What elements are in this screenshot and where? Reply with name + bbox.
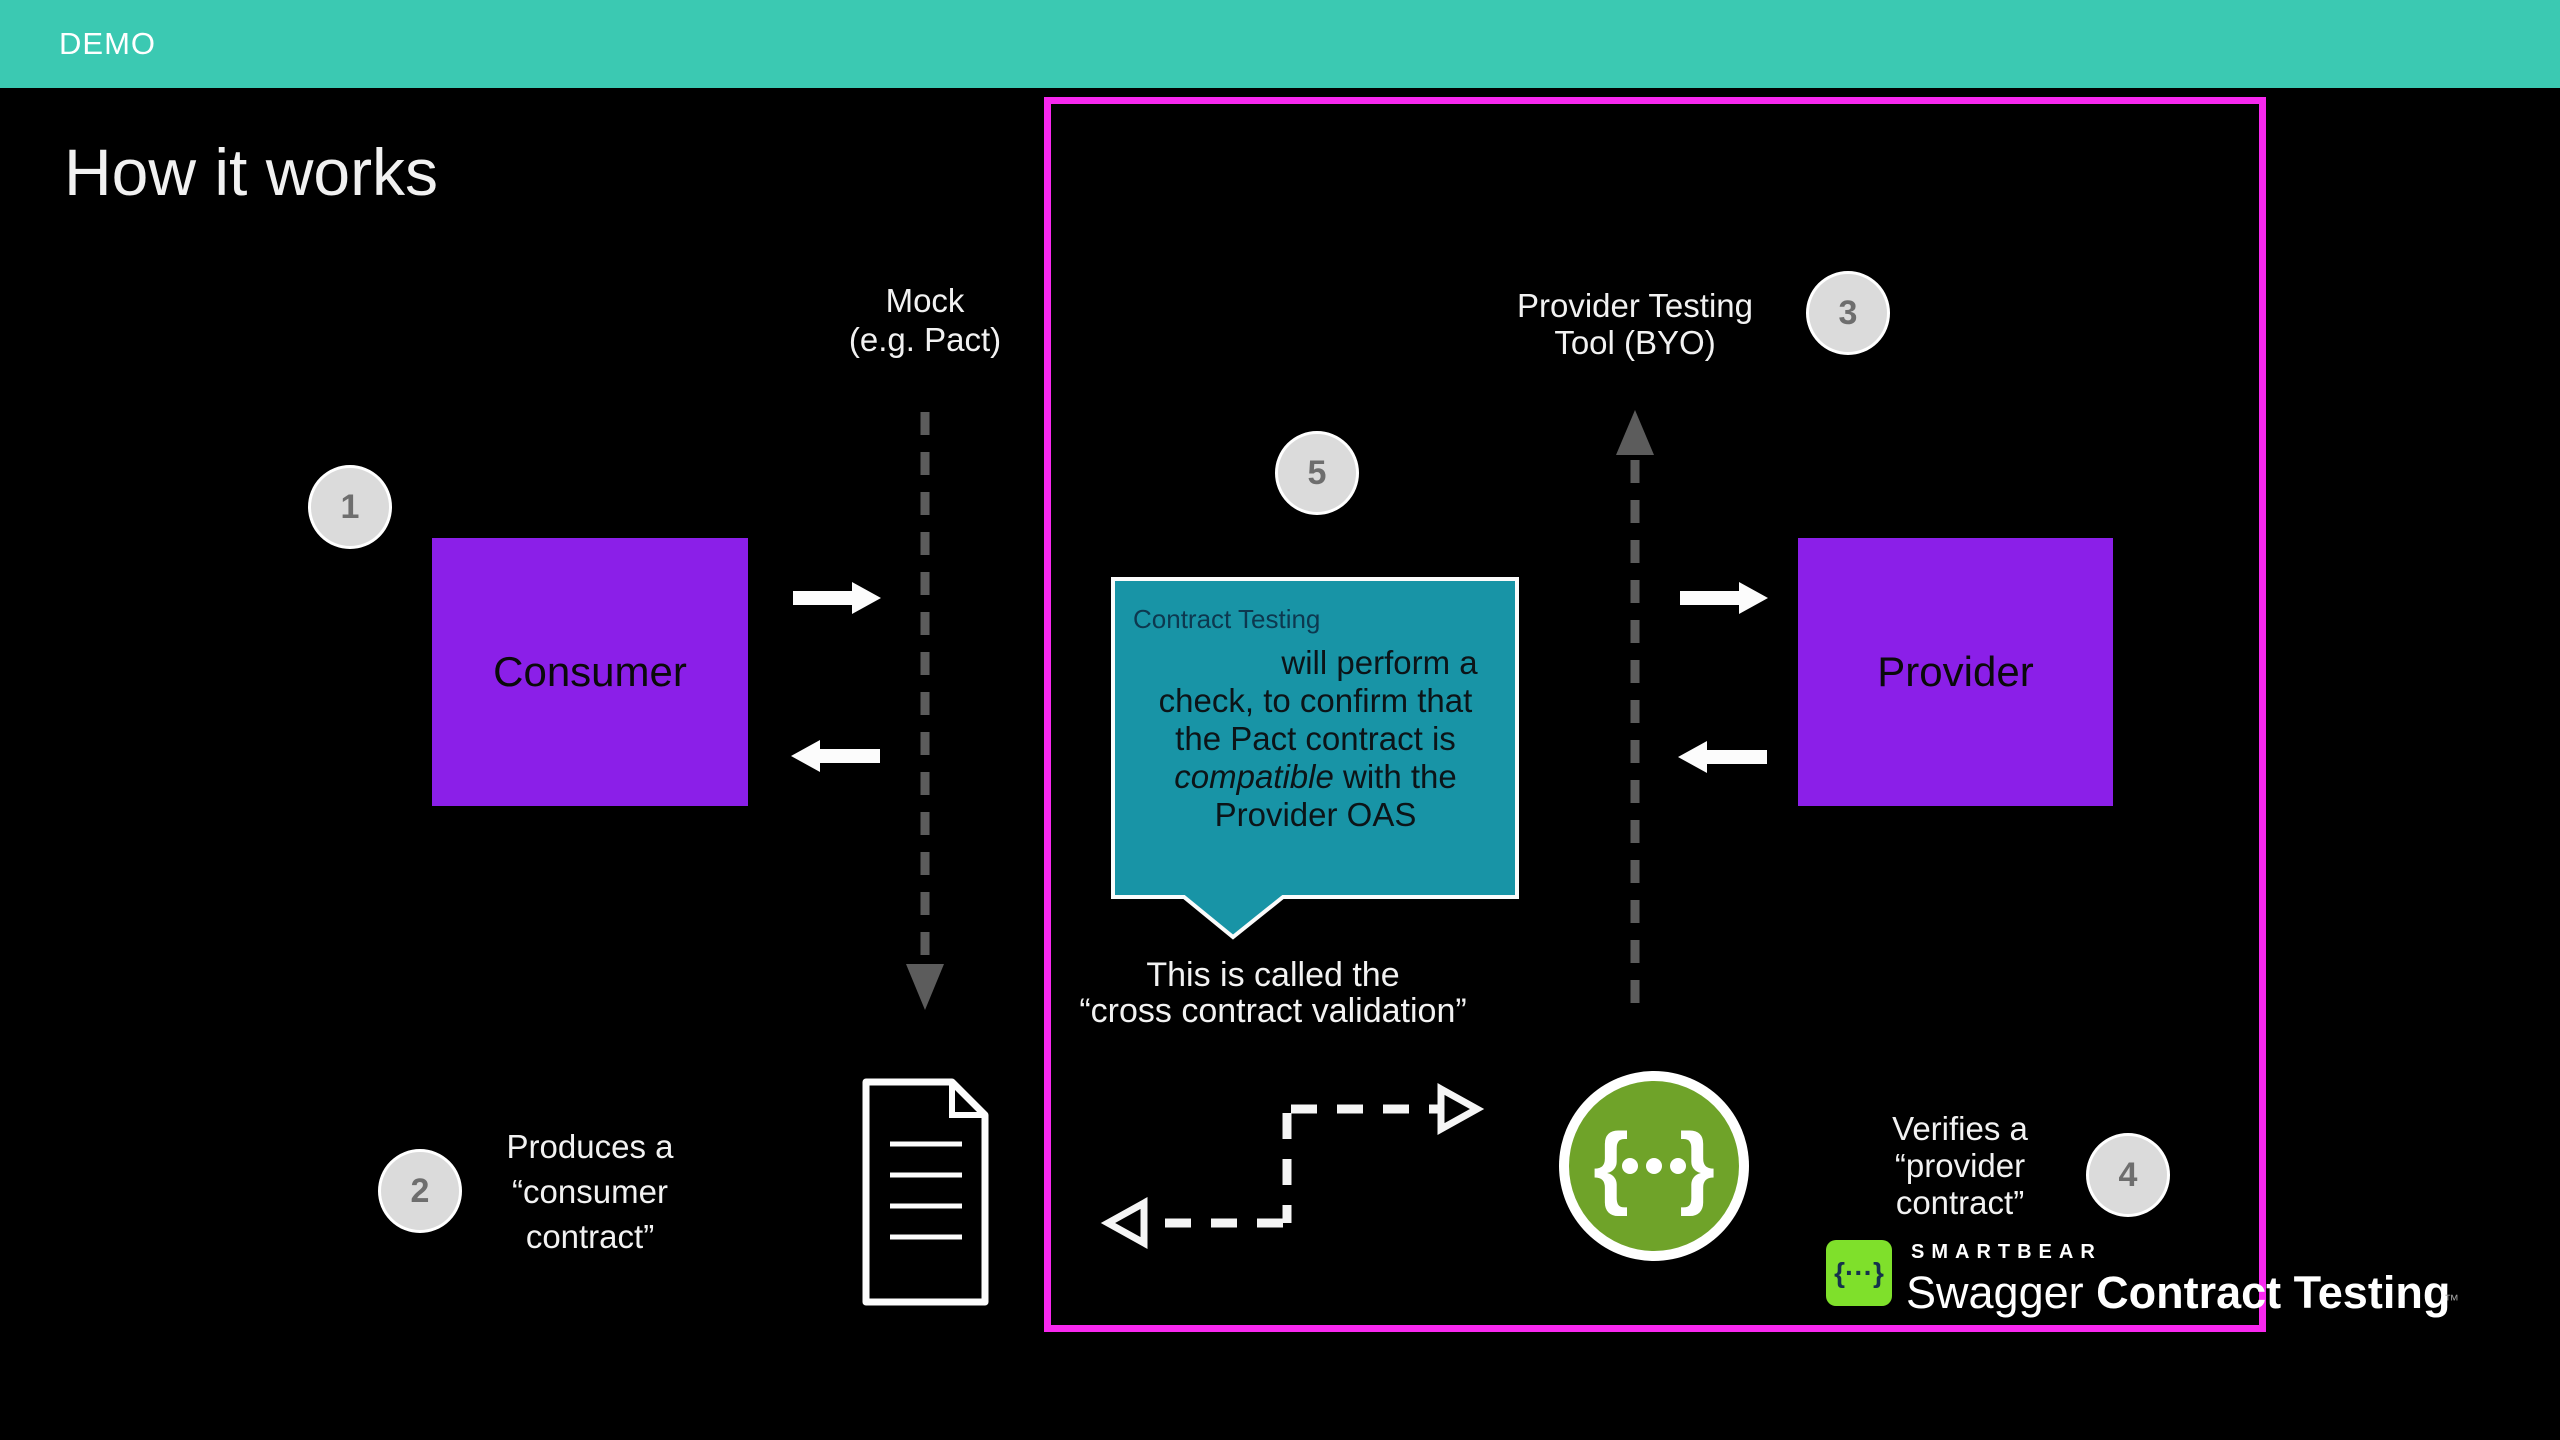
step-badge-3: 3 <box>1806 271 1890 355</box>
step-badge-1: 1 <box>308 465 392 549</box>
verifies-provider-contract-label: Verifies a “provider contract” <box>1892 1110 2028 1221</box>
mock-label: Mock (e.g. Pact) <box>848 282 1002 358</box>
page-title: How it works <box>64 135 439 209</box>
contract-document-icon <box>862 1078 989 1306</box>
consumer-request-arrow-icon <box>793 582 881 614</box>
step-badge-4: 4 <box>2086 1133 2170 1217</box>
smartbear-company-label: SMARTBEAR <box>1911 1241 2102 1263</box>
provider-request-arrow-icon <box>1680 582 1768 614</box>
provider-testing-tool-label: Provider Testing Tool (BYO) <box>1516 287 1753 361</box>
top-bar: DEMO <box>0 0 2560 88</box>
trademark-symbol: ™ <box>2444 1292 2459 1309</box>
provider-node: Provider <box>1798 538 2113 806</box>
product-word: Contract Testing <box>2096 1267 2451 1318</box>
bubble-body-text: will perform a check, to confirm that th… <box>1113 644 1518 834</box>
cross-contract-validation-caption: This is called the “cross contract valid… <box>1079 956 1467 1030</box>
mock-dashed-arrow-down-icon <box>906 412 944 1010</box>
provider-label: Provider <box>1877 648 2034 695</box>
step-badge-5: 5 <box>1275 431 1359 515</box>
bubble-line: the Pact contract is <box>1175 720 1456 757</box>
bubble-line: compatible with the <box>1174 758 1457 795</box>
consumer-node: Consumer <box>432 538 748 806</box>
consumer-response-arrow-icon <box>791 740 880 772</box>
provider-response-arrow-icon <box>1678 741 1767 773</box>
contract-testing-tag: Contract Testing <box>1133 604 1321 634</box>
provider-dashed-arrow-up-icon <box>1616 410 1654 1012</box>
speech-bubble-content: Contract Testing will perform a check, t… <box>1113 577 1518 899</box>
step-badge-2: 2 <box>378 1149 462 1233</box>
consumer-label: Consumer <box>493 648 687 695</box>
validation-flow-dashed-arrows-icon <box>1100 1083 1485 1249</box>
swagger-contract-testing-wordmark: Swagger Contract Testing <box>1906 1267 2450 1319</box>
bubble-line: will perform a <box>1281 644 1478 681</box>
bubble-line: Provider OAS <box>1214 796 1417 833</box>
demo-label: DEMO <box>59 26 156 61</box>
smartbear-logo-icon: {···} <box>1826 1240 1892 1306</box>
swagger-word: Swagger <box>1906 1267 2084 1318</box>
swagger-logo-icon: { } <box>1559 1071 1749 1261</box>
highlight-frame <box>1044 97 2266 1332</box>
speech-bubble <box>1111 577 1519 940</box>
bubble-line: check, to confirm that <box>1158 682 1473 719</box>
produces-consumer-contract-label: Produces a “consumer contract” <box>506 1128 674 1255</box>
